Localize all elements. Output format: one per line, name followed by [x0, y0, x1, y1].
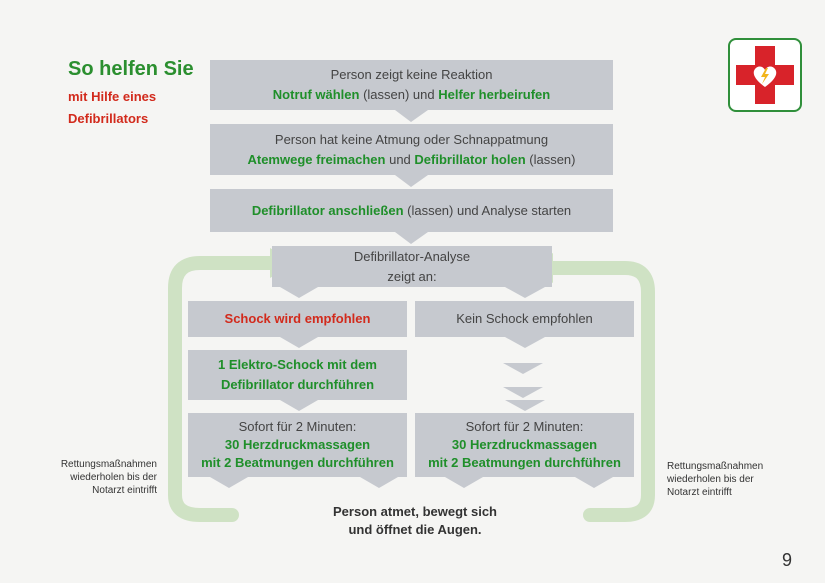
subtitle-line-2: Defibrillators — [68, 111, 149, 126]
loop-left-path — [168, 256, 277, 522]
subtitle-line-1: mit Hilfe eines — [68, 89, 157, 104]
left-cpr-line-3: mit 2 Beatmungen durchführen — [201, 455, 394, 470]
arrow-1-2 — [395, 110, 428, 122]
loop-note-right: Rettungsmaßnahmen wiederholen bis der No… — [667, 461, 764, 498]
step-2-line-2: Atemwege freimachen und Defibrillator ho… — [247, 151, 576, 167]
left-cpr-line-2: 30 Herzdruckmassagen — [224, 437, 371, 452]
arrow-left-bottom-2 — [360, 477, 398, 488]
loop-right-path — [546, 261, 655, 522]
final-outcome: Person atmet, bewegt sich und öffnet die… — [333, 504, 497, 537]
step-analysis: Defibrillator-Analyse zeigt an: — [272, 246, 552, 287]
arrow-right-bottom-2 — [575, 477, 613, 488]
left-cpr-line-1: Sofort für 2 Minuten: — [238, 419, 357, 434]
loop-note-left: Rettungsmaßnahmen wiederholen bis der No… — [60, 459, 157, 496]
shock-recommended-label: Schock wird empfohlen — [224, 311, 371, 326]
arrow-3-4 — [395, 232, 428, 244]
right-cpr-line-1: Sofort für 2 Minuten: — [465, 419, 584, 434]
chevron-right-a — [503, 363, 543, 374]
chevron-right-b — [503, 387, 543, 398]
deliver-shock-box: 1 Elektro-Schock mit dem Defibrillator d… — [188, 350, 407, 400]
page-subtitle: mit Hilfe eines Defibrillators — [68, 86, 156, 130]
no-shock-box: Kein Schock empfohlen — [415, 301, 634, 337]
arrow-left-1-2 — [280, 337, 318, 348]
step-4-line-1: Defibrillator-Analyse — [353, 248, 471, 264]
arrow-4-left — [280, 287, 318, 298]
arrow-2-3 — [395, 175, 428, 187]
arrow-right-bottom-1 — [445, 477, 483, 488]
deliver-shock-line-1: 1 Elektro-Schock mit dem — [218, 357, 377, 372]
step-1-line-2: Notruf wählen (lassen) und Helfer herbei… — [272, 87, 551, 102]
right-cpr-line-3: mit 2 Beatmungen durchführen — [428, 455, 621, 470]
left-cpr-box: Sofort für 2 Minuten: 30 Herzdruckmassag… — [188, 413, 407, 477]
arrow-right-1-2 — [505, 400, 545, 411]
page-number: 9 — [782, 550, 793, 570]
step-4-line-2: zeigt an: — [387, 268, 437, 284]
deliver-shock-line-2: Defibrillator durchführen — [220, 377, 375, 392]
step-no-breathing: Person hat keine Atmung oder Schnappatmu… — [210, 124, 613, 175]
right-cpr-box: Sofort für 2 Minuten: 30 Herzdruckmassag… — [415, 413, 634, 477]
no-shock-label: Kein Schock empfohlen — [456, 311, 593, 326]
step-connect-defibrillator: Defibrillator anschließen (lassen) und A… — [210, 189, 613, 232]
step-1-line-1: Person zeigt keine Reaktion — [330, 67, 493, 82]
step-no-reaction: Person zeigt keine Reaktion Notruf wähle… — [210, 60, 613, 110]
step-2-line-1: Person hat keine Atmung oder Schnappatmu… — [274, 131, 549, 147]
arrow-left-2-3 — [280, 400, 318, 411]
arrow-4-right — [505, 287, 545, 298]
first-aid-cross-heart-lightning-icon — [728, 38, 802, 112]
right-cpr-line-2: 30 Herzdruckmassagen — [451, 437, 598, 452]
arrow-right-1 — [505, 337, 545, 348]
shock-recommended-box: Schock wird empfohlen — [188, 301, 407, 337]
arrow-left-bottom-1 — [210, 477, 248, 488]
page-title: So helfen Sie — [68, 58, 194, 80]
step-3-line: Defibrillator anschließen (lassen) und A… — [251, 202, 572, 218]
